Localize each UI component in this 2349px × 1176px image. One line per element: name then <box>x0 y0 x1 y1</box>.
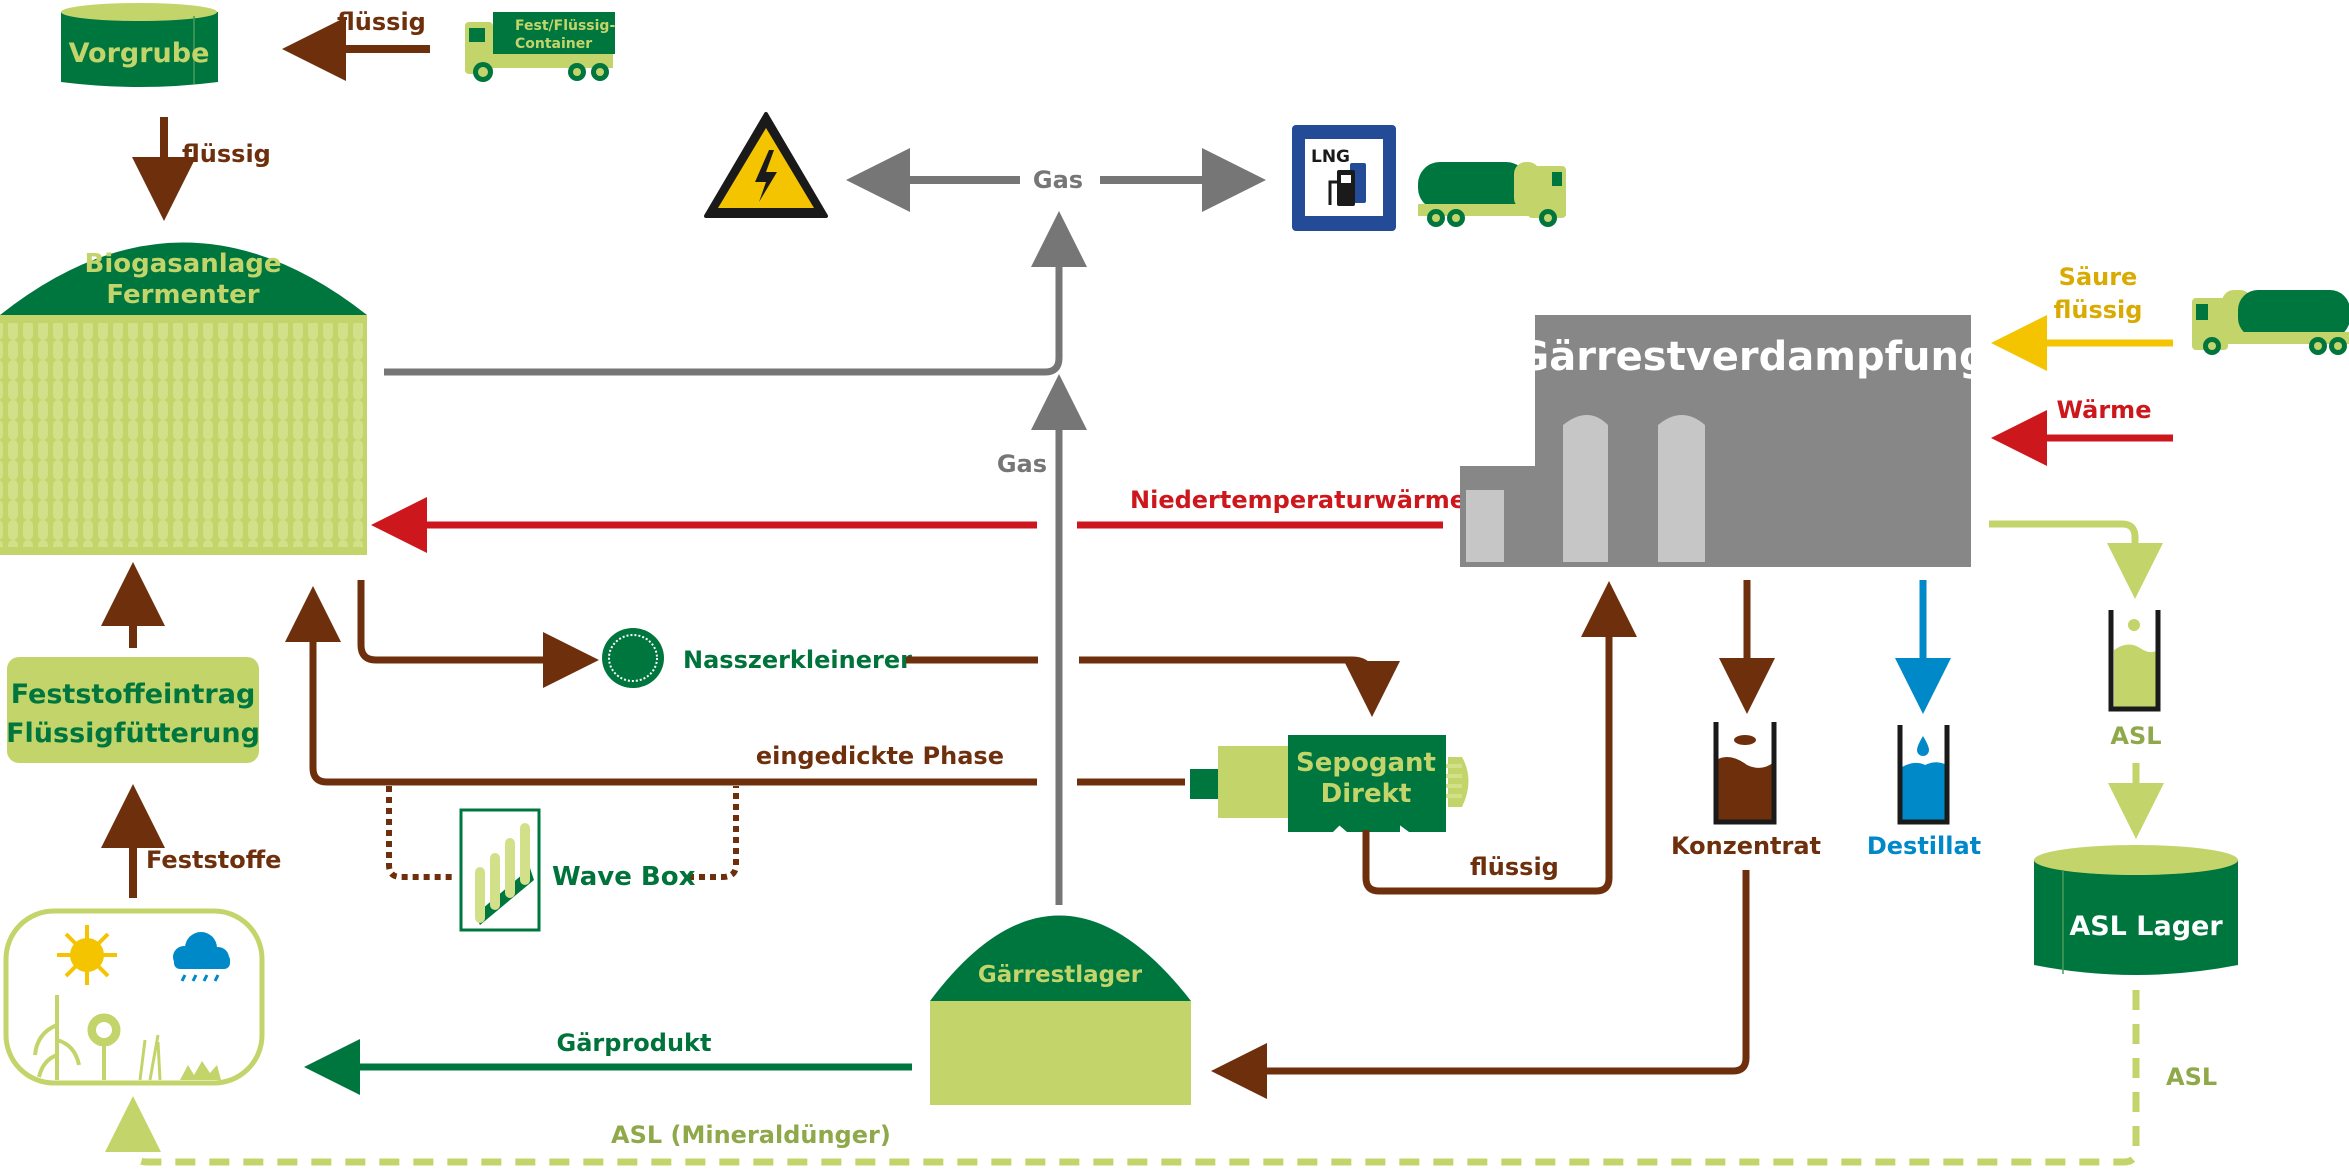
field-crops-weather-icon <box>3 908 265 1086</box>
label-feststoffe: Feststoffe <box>146 846 281 874</box>
tanker-truck-icon <box>1418 162 1566 227</box>
label-eingedickte-phase: eingedickte Phase <box>756 742 1004 770</box>
feststoffeintrag-label-1: Feststoffeintrag <box>11 679 256 710</box>
arrow-konzentrat-to-gaerrestlager <box>1211 870 1750 1099</box>
gas-line-fermenter <box>384 211 1087 376</box>
lng-fuel-station-icon: LNG <box>1292 125 1396 231</box>
label-gaerprodukt: Gärprodukt <box>557 1029 712 1057</box>
label-waerme: Wärme <box>2057 396 2152 424</box>
label-saeure-2: flüssig <box>2054 296 2143 324</box>
wave-box-icon <box>459 808 541 932</box>
feststoffeintrag-box: Feststoffeintrag Flüssigfütterung <box>6 657 260 763</box>
gaerrestverdampfung-label: Gärrestverdampfung <box>1516 334 1987 380</box>
gaerrestlager-label: Gärrestlager <box>978 962 1143 988</box>
wave-box-label: Wave Box <box>552 862 696 892</box>
label-niedertemperaturwaerme: Niedertemperaturwärme <box>1130 486 1466 514</box>
label-truck-fluessig: flüssig <box>337 8 426 36</box>
crops-icon <box>33 995 221 1081</box>
asl-beaker-icon <box>2108 610 2161 712</box>
label-vorgrube-fluessig: flüssig <box>182 140 271 168</box>
label-gas-vertical: Gas <box>997 450 1047 478</box>
vorgrube-tank: Vorgrube <box>61 3 218 87</box>
acid-tanker-truck-icon <box>2192 290 2349 355</box>
nasszerkleinerer-icon <box>602 628 664 688</box>
asl-beaker-label: ASL <box>2110 722 2161 750</box>
arrow-building-to-asl <box>1989 520 2163 599</box>
wave-box-loop <box>386 786 739 880</box>
fermenter-label-2: Fermenter <box>106 280 259 310</box>
destillat-label: Destillat <box>1867 832 1981 860</box>
konzentrat-beaker-icon <box>1713 722 1777 825</box>
sepogant-direkt-separator: Sepogant Direkt <box>1190 735 1469 832</box>
label-asl-mineral: ASL (Mineraldünger) <box>611 1121 891 1149</box>
high-voltage-warning-icon <box>704 112 828 218</box>
label-saeure-1: Säure <box>2059 263 2138 291</box>
arrow-fermenter-to-nasszerkleinerer <box>357 580 599 688</box>
konzentrat-label: Konzentrat <box>1671 832 1821 860</box>
vorgrube-label: Vorgrube <box>69 38 210 69</box>
sepogant-label-1: Sepogant <box>1296 748 1436 778</box>
container-truck-icon: Fest/Flüssig- Container <box>465 12 615 82</box>
gaerrestlager-tank: Gärrestlager <box>930 915 1191 1105</box>
fermenter-label-1: Biogasanlage <box>85 249 282 279</box>
sepogant-label-2: Direkt <box>1321 779 1412 809</box>
label-asl-return: ASL <box>2166 1063 2217 1091</box>
feststoffeintrag-label-2: Flüssigfütterung <box>6 718 260 749</box>
arrow-sepogant-to-verdampfung <box>1362 581 1637 895</box>
arrow-eingedickte-phase <box>285 586 1037 786</box>
container-truck-label-2: Container <box>515 36 592 52</box>
lng-label: LNG <box>1311 147 1350 167</box>
nasszerkleinerer-label: Nasszerkleinerer <box>683 646 912 674</box>
asl-lager-tank: ASL Lager <box>2034 845 2238 975</box>
arrow-nasszerkleinerer-to-sepogant <box>1079 656 1400 717</box>
destillat-beaker-icon <box>1897 725 1950 825</box>
fermenter: Biogasanlage Fermenter <box>0 242 367 555</box>
container-truck-label-1: Fest/Flüssig- <box>515 18 615 34</box>
asl-lager-label: ASL Lager <box>2069 911 2223 942</box>
rain-cloud-icon <box>173 932 230 982</box>
label-gas-top: Gas <box>1033 166 1083 194</box>
asl-return-line <box>105 990 2140 1166</box>
gaerrestverdampfung-building: Gärrestverdampfung <box>1460 315 1988 567</box>
label-sepogant-fluessig: flüssig <box>1470 853 1559 881</box>
sun-icon <box>57 925 117 985</box>
